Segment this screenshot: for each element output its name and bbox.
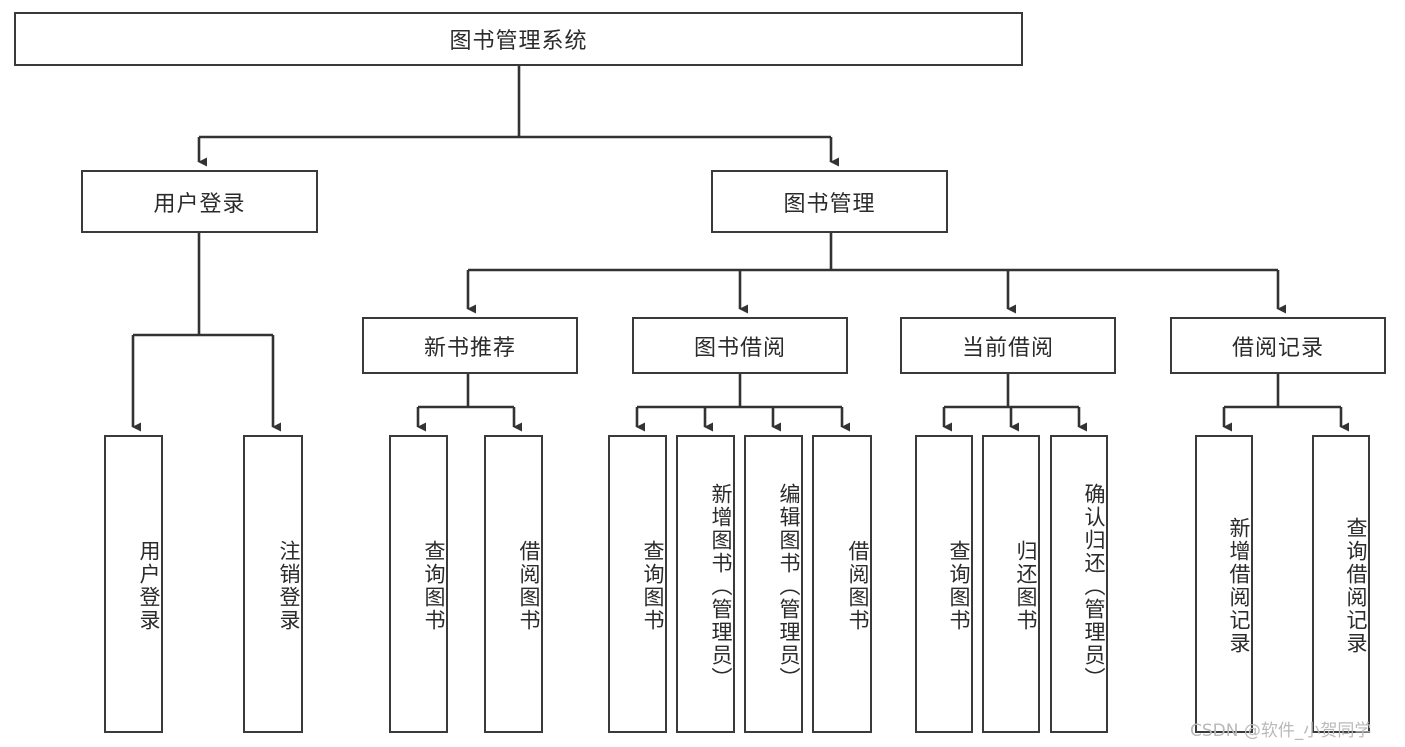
leaf-user-login-logout[interactable]: 注销登录	[243, 435, 303, 733]
leaf-book-borrow-borrow-book[interactable]: 借阅图书	[812, 435, 872, 733]
node-current-borrow[interactable]: 当前借阅	[900, 317, 1116, 374]
node-root-book-management-system[interactable]: 图书管理系统	[14, 12, 1023, 66]
leaf-book-borrow-query-book[interactable]: 查询图书	[608, 435, 667, 733]
leaf-book-borrow-add-book-admin[interactable]: 新增图书（管理员）	[676, 435, 735, 733]
leaf-new-book-borrow-book[interactable]: 借阅图书	[484, 435, 543, 733]
node-user-login[interactable]: 用户登录	[81, 170, 318, 233]
leaf-current-borrow-query-book[interactable]: 查询图书	[915, 435, 973, 733]
node-new-book-recommend[interactable]: 新书推荐	[362, 317, 578, 374]
leaf-book-borrow-edit-book-admin[interactable]: 编辑图书（管理员）	[744, 435, 803, 733]
csdn-watermark: CSDN @软件_小贺同学	[1190, 721, 1372, 741]
leaf-borrow-record-query-record[interactable]: 查询借阅记录	[1312, 435, 1370, 733]
leaf-current-borrow-return-book[interactable]: 归还图书	[982, 435, 1040, 733]
leaf-user-login-login[interactable]: 用户登录	[104, 435, 163, 733]
node-borrow-record[interactable]: 借阅记录	[1170, 317, 1386, 374]
leaf-borrow-record-add-record[interactable]: 新增借阅记录	[1195, 435, 1253, 733]
leaf-current-borrow-confirm-return-admin[interactable]: 确认归还（管理员）	[1050, 435, 1108, 733]
node-book-management[interactable]: 图书管理	[711, 170, 948, 233]
leaf-new-book-query-book[interactable]: 查询图书	[389, 435, 448, 733]
node-book-borrow[interactable]: 图书借阅	[632, 317, 848, 374]
